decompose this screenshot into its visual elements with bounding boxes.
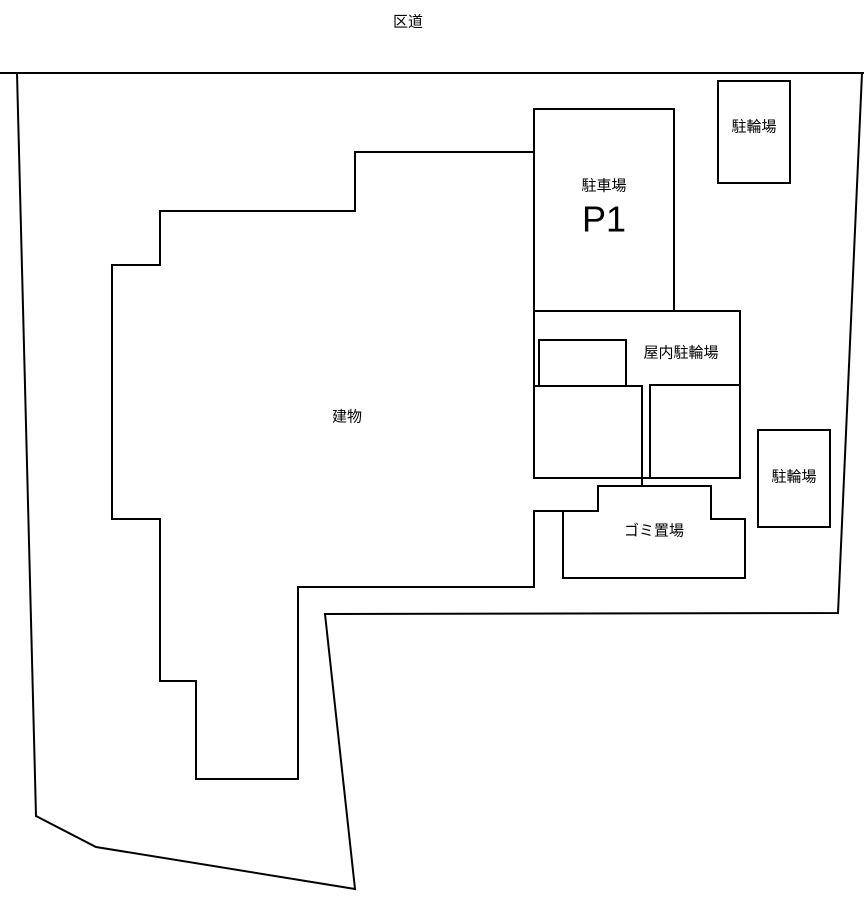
building-outline <box>111 151 643 780</box>
garbage-area <box>562 485 746 579</box>
building-label: 建物 <box>332 408 362 426</box>
garbage-label: ゴミ置場 <box>624 522 684 540</box>
bike-parking-right-label: 駐輪場 <box>771 468 816 486</box>
parking-label: 駐車場 <box>581 177 626 195</box>
bike-parking-top-area <box>717 80 791 184</box>
indoor-inner-box-left <box>538 339 627 387</box>
bike-parking-top-label: 駐輪場 <box>731 118 776 136</box>
bike-parking-right-area <box>757 429 831 528</box>
indoor-inner-box-right <box>649 384 740 478</box>
indoor-bike-parking-label: 屋内駐輪場 <box>643 344 718 362</box>
indoor-bike-parking-area <box>533 310 741 479</box>
site-boundary <box>16 72 863 891</box>
road-label: 区道 <box>393 13 423 31</box>
parking-id-label: P1 <box>582 199 626 240</box>
